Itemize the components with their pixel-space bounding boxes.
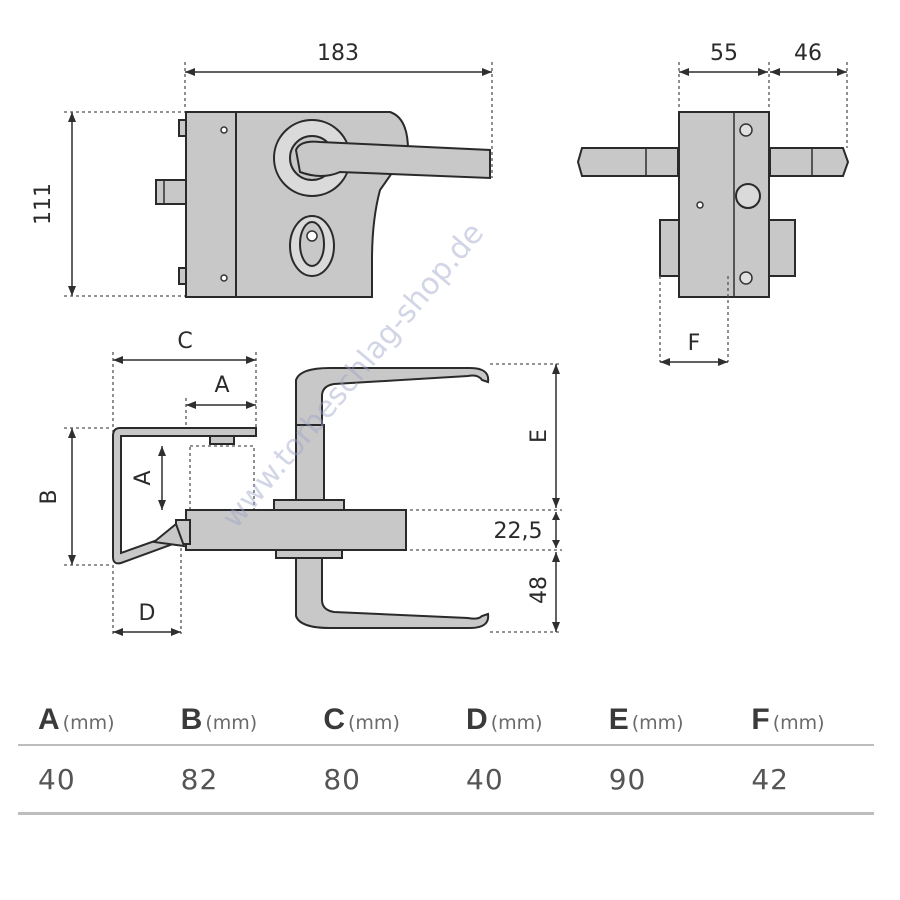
dim-46: 46 <box>794 41 822 66</box>
front-view: 183 111 <box>31 41 493 298</box>
label-b: B <box>37 489 62 504</box>
dim-55: 55 <box>710 41 738 66</box>
label-a-side: A <box>131 470 156 485</box>
side-view: 55 46 F <box>576 41 850 366</box>
technical-drawing: 183 111 <box>31 41 850 636</box>
value-c: 80 <box>323 762 361 796</box>
header-e: E(mm) <box>608 703 684 736</box>
value-d: 40 <box>466 762 504 796</box>
top-view: C A B A D <box>37 329 562 636</box>
label-f: F <box>688 331 701 356</box>
header-f: F(mm) <box>751 703 825 736</box>
value-e: 90 <box>608 762 647 796</box>
dimensions-table: A(mm) B(mm) C(mm) D(mm) E(mm) F(mm) 40 8… <box>18 696 874 815</box>
dim-22-5: 22,5 <box>494 519 543 544</box>
dim-111: 111 <box>31 183 56 225</box>
header-c: C(mm) <box>323 703 400 736</box>
value-b: 82 <box>180 762 219 796</box>
label-e: E <box>527 429 552 443</box>
dim-48: 48 <box>527 576 552 604</box>
value-a: 40 <box>38 762 76 796</box>
label-d: D <box>139 601 156 626</box>
header-a: A(mm) <box>38 703 115 736</box>
table-value-row: 40 82 80 40 90 42 <box>18 746 874 815</box>
table-header-row: A(mm) B(mm) C(mm) D(mm) E(mm) F(mm) <box>18 696 874 746</box>
header-d: D(mm) <box>466 703 543 736</box>
dim-183: 183 <box>317 41 359 66</box>
header-b: B(mm) <box>180 703 258 736</box>
label-a-top: A <box>214 373 229 398</box>
value-f: 42 <box>751 762 789 796</box>
label-c: C <box>177 329 192 354</box>
